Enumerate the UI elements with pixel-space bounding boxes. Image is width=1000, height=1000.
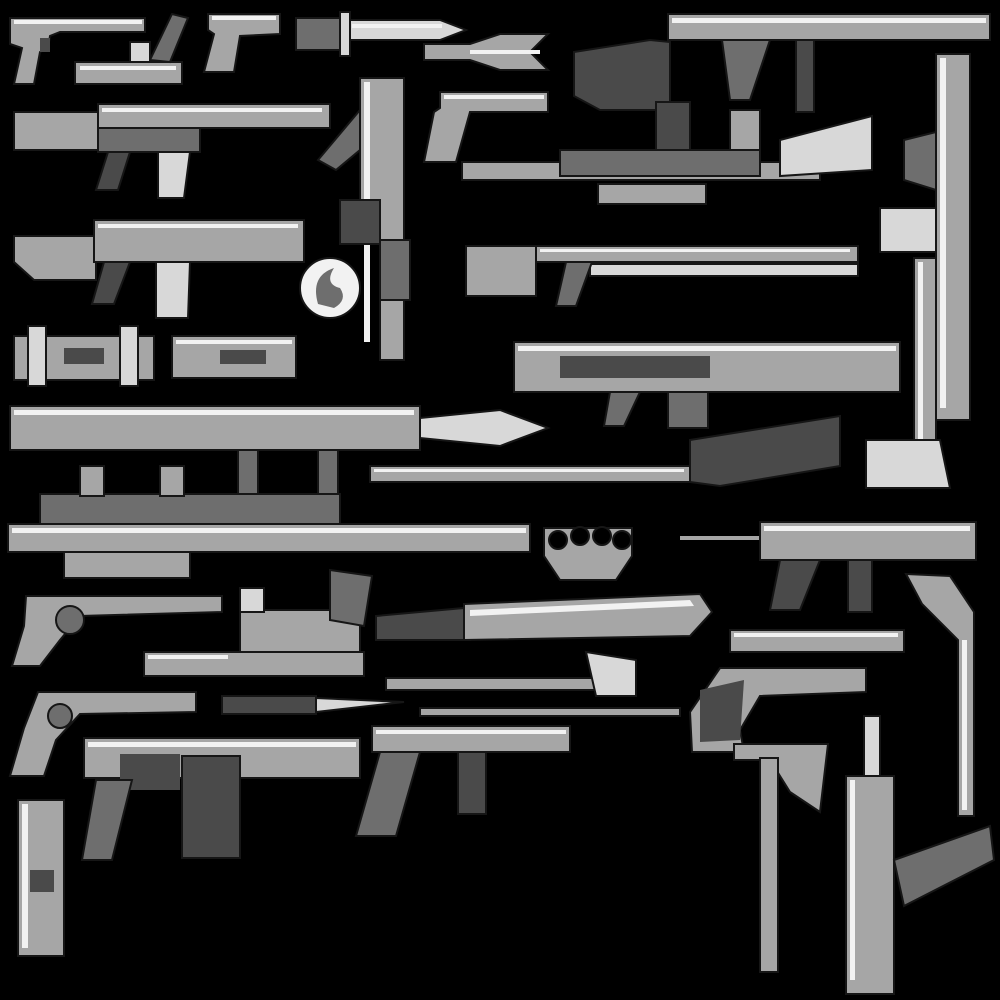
rpg-icon — [9, 405, 551, 497]
homing-launcher-icon — [7, 465, 531, 579]
rocket-icon — [423, 33, 551, 71]
pump-shotgun-icon — [465, 245, 859, 307]
carbine-rifle-icon — [316, 77, 411, 361]
flare-pistol-icon — [688, 667, 867, 753]
machete-icon — [375, 592, 714, 642]
knuckle-duster-icon — [543, 526, 633, 581]
sawed-off-shotgun-icon — [904, 572, 975, 817]
battle-axe-icon — [865, 439, 952, 489]
special-carbine-icon — [13, 219, 305, 319]
railgun-icon — [513, 341, 901, 429]
bayonet-icon — [419, 707, 681, 717]
compact-pistol-icon — [202, 13, 281, 73]
tactical-smg-icon — [879, 53, 971, 421]
compact-rifle-icon — [845, 715, 996, 995]
pipe-bomb-icon-top — [13, 325, 155, 387]
hatchet-icon — [733, 743, 830, 973]
compact-launcher-icon — [143, 568, 374, 677]
heavy-shotgun-icon — [80, 737, 361, 861]
musket-icon — [369, 414, 841, 488]
pistol-icon — [9, 17, 146, 85]
proximity-mine-icon — [17, 799, 65, 957]
revolver-icon — [8, 691, 197, 777]
micro-smg-icon — [354, 725, 571, 837]
molotov-icon — [299, 257, 361, 319]
thompson-smg-icon — [573, 13, 991, 113]
machine-pistol-icon — [680, 521, 977, 613]
double-action-revolver-icon — [10, 595, 223, 667]
assault-rifle-icon — [13, 103, 331, 199]
heavy-pistol-icon — [74, 12, 190, 85]
combat-knife-icon — [295, 11, 469, 57]
pipe-wrench-icon — [385, 650, 637, 697]
tube-launcher-icon — [729, 629, 905, 653]
sticky-bomb-icon — [171, 335, 297, 379]
flashlight-icon — [913, 257, 937, 471]
sniper-rifle-icon — [461, 101, 873, 205]
flare-gun-icon — [422, 91, 549, 163]
switchblade-icon — [221, 695, 405, 715]
